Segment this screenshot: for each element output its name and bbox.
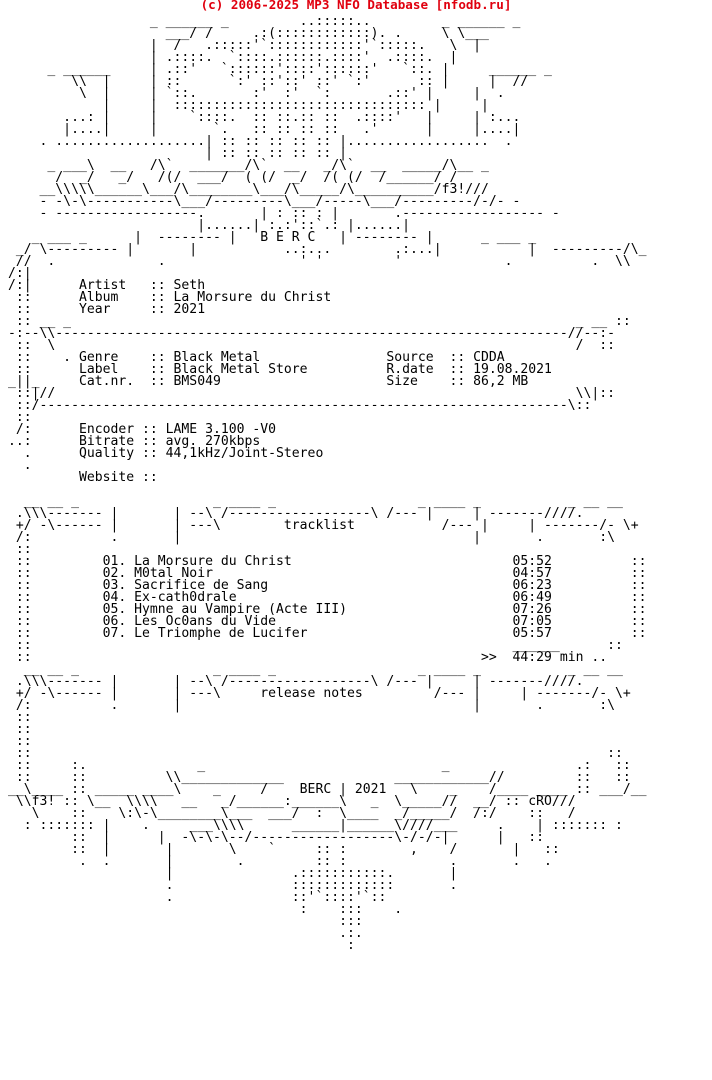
page-title: (c) 2006-2025 MP3 NFO Database [nfodb.ru…: [200, 0, 512, 12]
nfo-ascii-document: _ ______ _ ..:::::.. _ ______ _ ___/ / .…: [8, 14, 647, 953]
